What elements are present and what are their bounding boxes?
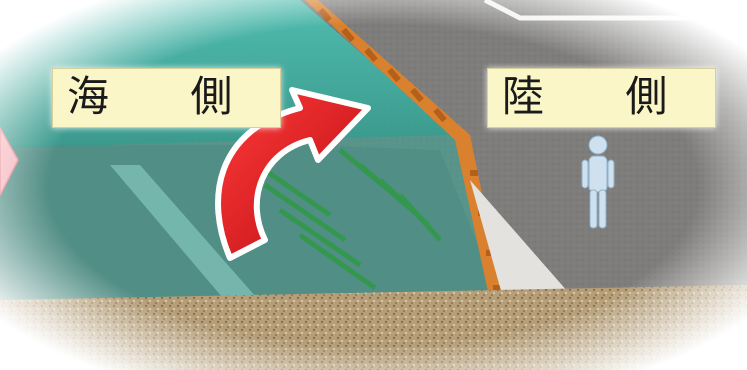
sea-side-label: 海 側 <box>52 68 282 128</box>
land-side-label: 陸 側 <box>487 68 717 128</box>
